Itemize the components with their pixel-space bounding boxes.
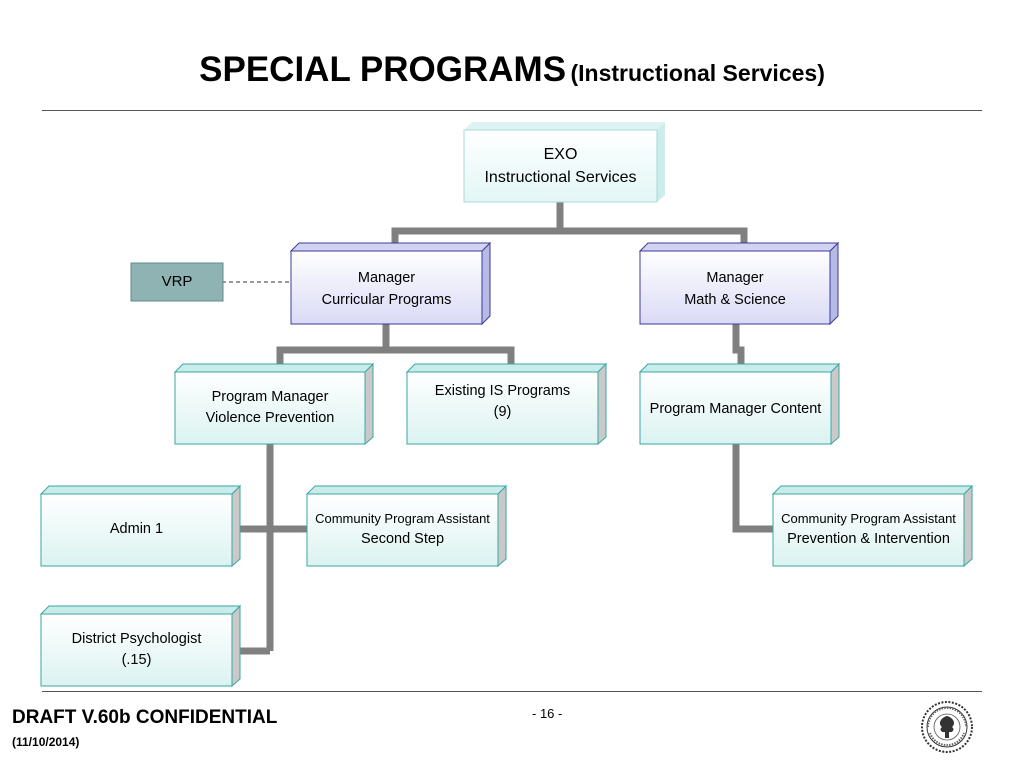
node-manager-math [638,241,840,326]
label-manager-curricular: Manager Curricular Programs [291,253,482,326]
cpa-prevention-line2: Prevention & Intervention [787,530,950,547]
label-pm-violence: Program Manager Violence Prevention [175,372,365,444]
title-main: SPECIAL PROGRAMS [199,50,567,89]
admin1-line1: Admin 1 [109,521,164,538]
page-number: - 16 - [532,706,563,721]
cpa-second-step-line1: Community Program Assistant [315,511,490,527]
node-district-psych [39,604,242,688]
connector-curricular-to-children [276,346,515,365]
node-vrp [130,262,224,302]
bottom-divider [42,691,982,692]
label-exo: EXO Instructional Services [464,130,657,202]
manager-curricular-line2: Curricular Programs [321,291,452,308]
existing-is-line2: (9) [493,404,512,420]
footer-draft-label: DRAFT V.60b CONFIDENTIAL [12,707,278,728]
footer-date: (11/10/2014) [12,735,80,749]
node-cpa-second-step [305,484,508,568]
label-cpa-second-step: Community Program Assistant Second Step [307,494,498,566]
label-manager-math: Manager Math & Science [640,253,830,326]
node-admin1 [39,484,242,568]
exo-line1: EXO [543,145,578,163]
district-seal-icon [920,700,974,754]
label-pm-content: Program Manager Content [640,374,831,446]
cpa-prevention-line1: Community Program Assistant [781,511,956,527]
pm-violence-line1: Program Manager [211,388,329,405]
node-cpa-prevention [771,484,974,568]
node-pm-violence [173,362,375,446]
node-existing-is [405,362,608,446]
node-manager-curricular [289,241,492,326]
vrp-text: VRP [161,273,193,291]
node-pm-content [638,362,841,446]
pm-violence-line2: Violence Prevention [205,410,335,426]
exo-line2: Instructional Services [484,169,637,186]
label-district-psych: District Psychologist (.15) [41,614,232,686]
cpa-second-step-line2: Second Step [360,530,445,547]
top-divider [42,110,982,111]
existing-is-line1: Existing IS Programs [434,382,571,399]
district-psych-line1: District Psychologist [71,630,202,647]
manager-math-line1: Manager [706,270,764,287]
pm-content-line1: Program Manager Content [649,401,822,418]
manager-curricular-line1: Manager [357,270,416,287]
label-admin1: Admin 1 [41,494,232,566]
page-title: SPECIAL PROGRAMS (Instructional Services… [0,50,1024,90]
node-exo [463,122,665,203]
label-existing-is: Existing IS Programs (9) [407,366,598,438]
connector-exo-to-managers [391,227,748,243]
district-psych-line2: (.15) [121,652,152,668]
label-cpa-prevention: Community Program Assistant Prevention &… [773,494,964,566]
label-vrp: VRP [131,263,223,301]
connector-content-to-cpa [732,444,776,533]
manager-math-line2: Math & Science [684,291,786,308]
title-subtitle: (Instructional Services) [570,60,825,86]
connector-math-to-content [732,323,745,365]
